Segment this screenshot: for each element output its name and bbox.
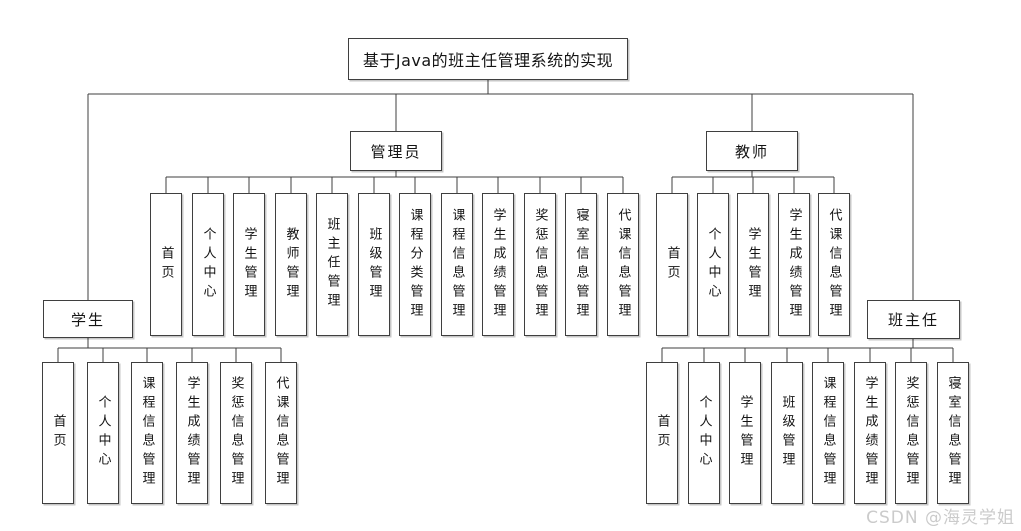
node-branch-teacher: 教师: [706, 131, 798, 171]
node-admin-course-info-mgmt: 课程信息管理: [441, 193, 473, 336]
node-head-personal-center: 个人中心: [688, 362, 720, 504]
node-student-reward-punish-mgmt: 奖惩信息管理: [220, 362, 252, 504]
node-teacher-student-grade-mgmt: 学生成绩管理: [778, 193, 810, 336]
node-admin-reward-punish-mgmt: 奖惩信息管理: [524, 193, 556, 336]
node-head-student-mgmt: 学生管理: [729, 362, 761, 504]
node-student-personal-center: 个人中心: [87, 362, 119, 504]
node-root: 基于Java的班主任管理系统的实现: [348, 38, 628, 80]
node-head-student-grade-mgmt: 学生成绩管理: [854, 362, 886, 504]
node-branch-head-teacher: 班主任: [867, 300, 960, 339]
node-admin-substitute-info-mgmt: 代课信息管理: [607, 193, 639, 336]
node-admin-student-mgmt: 学生管理: [233, 193, 265, 336]
node-head-home: 首页: [646, 362, 678, 504]
node-teacher-substitute-info-mgmt: 代课信息管理: [818, 193, 850, 336]
node-admin-dorm-info-mgmt: 寝室信息管理: [565, 193, 597, 336]
node-teacher-student-mgmt: 学生管理: [737, 193, 769, 336]
node-admin-course-category-mgmt: 课程分类管理: [399, 193, 431, 336]
node-admin-teacher-mgmt: 教师管理: [275, 193, 307, 336]
node-admin-class-mgmt: 班级管理: [358, 193, 390, 336]
node-head-class-mgmt: 班级管理: [771, 362, 803, 504]
csdn-watermark: CSDN @海灵学姐: [866, 508, 1015, 528]
node-student-substitute-info-mgmt: 代课信息管理: [265, 362, 297, 504]
node-student-home: 首页: [42, 362, 74, 504]
node-branch-admin: 管理员: [350, 131, 442, 171]
node-head-course-info-mgmt: 课程信息管理: [812, 362, 844, 504]
node-teacher-personal-center: 个人中心: [697, 193, 729, 336]
node-admin-student-grade-mgmt: 学生成绩管理: [482, 193, 514, 336]
node-student-student-grade-mgmt: 学生成绩管理: [176, 362, 208, 504]
node-admin-home: 首页: [150, 193, 182, 336]
node-branch-student: 学生: [43, 300, 133, 338]
node-head-reward-punish-mgmt: 奖惩信息管理: [895, 362, 927, 504]
node-head-dorm-info-mgmt: 寝室信息管理: [937, 362, 969, 504]
node-student-course-info-mgmt: 课程信息管理: [131, 362, 163, 504]
node-teacher-home: 首页: [656, 193, 688, 336]
node-admin-personal-center: 个人中心: [192, 193, 224, 336]
node-admin-head-teacher-mgmt: 班主任管理: [316, 193, 348, 336]
